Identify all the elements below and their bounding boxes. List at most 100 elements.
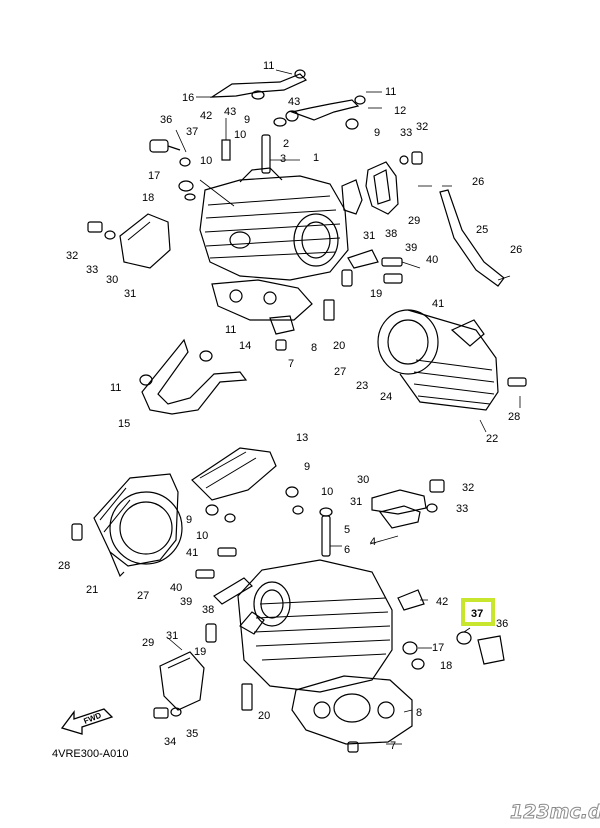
callout-label: 32 — [416, 121, 428, 133]
front-cylinder-head — [237, 507, 393, 693]
callout-label: 22 — [486, 433, 498, 445]
callout-label: 2 — [283, 138, 289, 150]
callout-label: 31 — [363, 230, 375, 242]
callout-label: 40 — [426, 254, 438, 266]
callout-label: 17 — [148, 170, 160, 182]
callout-label: 31 — [350, 496, 362, 508]
callout-label: 28 — [508, 411, 520, 423]
callout-label: 3 — [280, 153, 286, 165]
callout-label: 26 — [472, 176, 484, 188]
callout-label: 18 — [142, 192, 154, 204]
callout-label: 39 — [180, 596, 192, 608]
callout-label: 35 — [186, 728, 198, 740]
callout-label: 9 — [186, 514, 192, 526]
callout-label: 17 — [432, 642, 444, 654]
callout-label: 11 — [225, 324, 236, 336]
callout-label: 38 — [385, 228, 397, 240]
callout-label: 33 — [400, 127, 412, 139]
callout-label: 30 — [106, 274, 118, 286]
callout-label: 40 — [170, 582, 182, 594]
callout-label: 7 — [288, 358, 294, 370]
callout-label: 12 — [394, 105, 406, 117]
leader-lines — [167, 69, 521, 745]
front-cylinder — [71, 473, 183, 578]
callout-labels: 11 16 43 43 11 12 42 9 10 9 33 32 36 37 … — [58, 60, 522, 752]
watermark: 123mc.dk — [510, 801, 600, 823]
callout-label: 33 — [456, 503, 468, 515]
callout-label: 1 — [313, 152, 319, 164]
lower-small-parts-right — [397, 589, 505, 670]
callout-label: 20 — [333, 340, 345, 352]
highlighted-callout-label: 37 — [471, 608, 483, 620]
upper-brackets — [209, 69, 366, 122]
callout-label: 23 — [356, 380, 368, 392]
callout-label: 41 — [186, 547, 198, 559]
callout-label: 27 — [334, 366, 346, 378]
callout-label: 41 — [432, 298, 444, 310]
callout-label: 13 — [296, 432, 308, 444]
fwd-arrow-icon: FWD — [60, 708, 114, 735]
upper-small-parts — [87, 117, 423, 240]
highlight-box — [461, 598, 495, 626]
callout-label: 42 — [200, 110, 212, 122]
callout-label: 33 — [86, 264, 98, 276]
callout-label: 37 — [186, 126, 198, 138]
callout-label: 9 — [374, 127, 380, 139]
callout-label: 39 — [405, 242, 417, 254]
diagram-code: 4VRE300-A010 — [52, 748, 128, 760]
callout-label: 27 — [137, 590, 149, 602]
callout-label: 20 — [258, 710, 270, 722]
callout-label: 8 — [311, 342, 317, 354]
callout-label: 8 — [416, 707, 422, 719]
callout-label: 15 — [118, 418, 130, 430]
exhaust-cover-upper — [341, 161, 399, 215]
lower-brackets — [139, 338, 304, 523]
callout-label: 29 — [408, 215, 420, 227]
callout-label: 16 — [182, 92, 194, 104]
callout-label: 9 — [244, 114, 250, 126]
callout-label: 7 — [390, 740, 396, 752]
callout-label: 36 — [496, 618, 508, 630]
lower-head-gasket — [291, 675, 413, 753]
callout-label: 31 — [124, 288, 136, 300]
callout-label: 29 — [142, 637, 154, 649]
callout-label: 25 — [476, 224, 488, 236]
rear-cylinder — [377, 309, 527, 411]
callout-label: 42 — [436, 596, 448, 608]
side-cover-lower-left — [153, 651, 205, 719]
rear-cylinder-head — [199, 167, 349, 281]
callout-label: 32 — [66, 250, 78, 262]
callout-label: 11 — [385, 86, 396, 98]
callout-label: 10 — [196, 530, 208, 542]
callout-label: 10 — [200, 155, 212, 167]
callout-label: 43 — [288, 96, 300, 108]
callout-label: 36 — [160, 114, 172, 126]
callout-label: 18 — [440, 660, 452, 672]
callout-label: 4 — [370, 536, 376, 548]
callout-label: 26 — [510, 244, 522, 256]
callout-label: 6 — [344, 544, 350, 556]
upper-head-gasket — [211, 279, 313, 351]
callout-label: 9 — [304, 461, 310, 473]
callout-label: 19 — [194, 646, 206, 658]
callout-label: 10 — [234, 129, 246, 141]
breather-pipe — [439, 185, 511, 287]
callout-label: 32 — [462, 482, 474, 494]
callout-label: 24 — [380, 391, 392, 403]
callout-label: 21 — [86, 584, 98, 596]
lower-small-parts-left — [195, 547, 265, 711]
upper-bolts-right — [323, 249, 403, 321]
callout-label: 11 — [263, 60, 274, 72]
callout-label: 19 — [370, 288, 382, 300]
callout-label: 10 — [321, 486, 333, 498]
callout-label: 31 — [166, 630, 178, 642]
lower-exhaust-cover — [371, 479, 445, 529]
callout-label: 11 — [110, 382, 121, 394]
callout-label: 5 — [344, 524, 350, 536]
callout-label: 14 — [239, 340, 251, 352]
callout-label: 30 — [357, 474, 369, 486]
callout-label: 28 — [58, 560, 70, 572]
callout-label: 38 — [202, 604, 214, 616]
side-cover-upper-left — [119, 213, 171, 269]
